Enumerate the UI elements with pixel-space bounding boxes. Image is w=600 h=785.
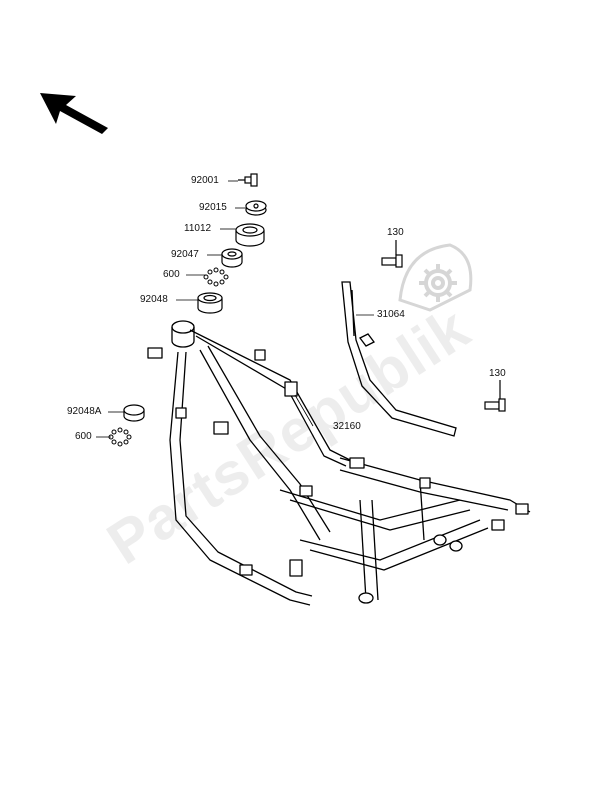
bolt-130-lower (484, 380, 506, 412)
gear-icon (398, 243, 473, 312)
leader-lines (96, 180, 374, 438)
rubber-92047 (221, 248, 243, 268)
label-92015: 92015 (199, 202, 227, 213)
label-92047: 92047 (171, 249, 199, 260)
collar-11012 (235, 223, 265, 247)
label-600-lower: 600 (75, 431, 92, 442)
cup-92048 (197, 292, 223, 314)
label-92048A: 92048A (67, 406, 102, 417)
label-92048: 92048 (140, 294, 168, 305)
label-32160: 32160 (333, 421, 361, 432)
label-600-upper: 600 (163, 269, 180, 280)
bolt-92001 (238, 173, 258, 187)
label-130-upper: 130 (387, 227, 404, 238)
cup-92048A (123, 404, 145, 422)
main-frame-32160 (147, 320, 531, 606)
bolt-130-upper (381, 240, 403, 268)
label-11012: 11012 (184, 223, 212, 234)
washer-92015 (245, 200, 267, 216)
ball-bearings-600 (203, 267, 229, 287)
front-arrow-icon (40, 93, 108, 134)
label-92001: 92001 (191, 175, 219, 186)
label-130-lower: 130 (489, 368, 506, 379)
down-tube-31064 (341, 281, 457, 437)
ball-bearings-600-lower (108, 427, 132, 447)
label-31064: 31064 (377, 309, 405, 320)
